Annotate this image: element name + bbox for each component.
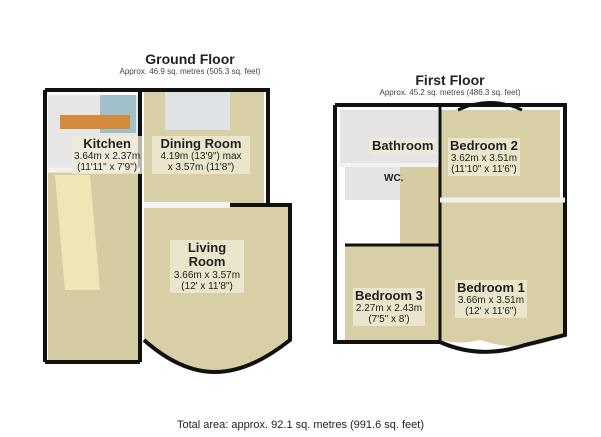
room-name: Dining Room (160, 136, 242, 151)
wc-label: WC. (382, 172, 405, 185)
total-area: Total area: approx. 92.1 sq. metres (991… (176, 419, 425, 431)
bathroom-label: Bathroom (370, 138, 436, 155)
room-dimensions-imperial: (12' x 11'6") (465, 306, 517, 318)
room-dimensions: 3.62m x 3.51m (450, 153, 518, 165)
bedroom-2-label: Bedroom 2 3.62m x 3.51m (11'10" x 11'6") (448, 138, 520, 177)
kitchen-label: Kitchen 3.64m x 2.37m (11'11" x 7'9") (72, 136, 143, 175)
room-dimensions-imperial: (11'10" x 11'6") (451, 164, 517, 176)
staircase (55, 175, 100, 290)
room-dimensions-imperial: (11'11" x 7'9") (77, 162, 138, 174)
first-floor-title: First Floor (415, 72, 485, 88)
bathroom-floor (340, 110, 438, 165)
room-dimensions: 3.66m x 3.51m (457, 295, 525, 307)
dining-room-patio-doors (165, 90, 230, 130)
room-name: Bedroom 2 (450, 138, 518, 153)
bedroom-3-label: Bedroom 3 2.27m x 2.43m (7'5" x 8') (353, 288, 425, 327)
room-dimensions: 2.27m x 2.43m (355, 303, 423, 315)
dining-room-label: Dining Room 4.19m (13'9") max x 3.57m (1… (152, 136, 250, 175)
room-name: Bedroom 1 (457, 280, 525, 295)
room-name: Living Room (187, 240, 227, 270)
room-dimensions: 3.66m x 3.57m (173, 269, 241, 281)
bedroom-1-floor (440, 200, 565, 347)
ground-floor-title: Ground Floor (145, 51, 235, 67)
room-dimensions: 4.19m (13'9") max (160, 151, 242, 163)
room-dimensions-imperial: x 3.57m (11'8") (167, 162, 235, 174)
kitchen-counter (60, 115, 130, 129)
first-floor-area: Approx. 45.2 sq. metres (486.3 sq. feet) (379, 88, 521, 97)
room-dimensions-imperial: (7'5" x 8') (368, 314, 410, 326)
room-name: Kitchen (83, 136, 131, 151)
wc-floor (345, 165, 400, 200)
room-name: WC. (384, 173, 404, 184)
bedroom-1-label: Bedroom 1 3.66m x 3.51m (12' x 11'6") (455, 280, 527, 319)
room-name: Bathroom (372, 138, 434, 153)
ground-floor-area: Approx. 46.9 sq. metres (505.3 sq. feet) (119, 67, 261, 76)
room-dimensions: 3.64m x 2.37m (74, 151, 141, 163)
landing-floor (400, 165, 440, 245)
room-dimensions-imperial: (12' x 11'8") (181, 280, 233, 292)
room-name: Bedroom 3 (355, 288, 423, 303)
ground-floor-plan (43, 88, 292, 375)
living-room-label: Living Room 3.66m x 3.57m (12' x 11'8") (170, 240, 244, 293)
